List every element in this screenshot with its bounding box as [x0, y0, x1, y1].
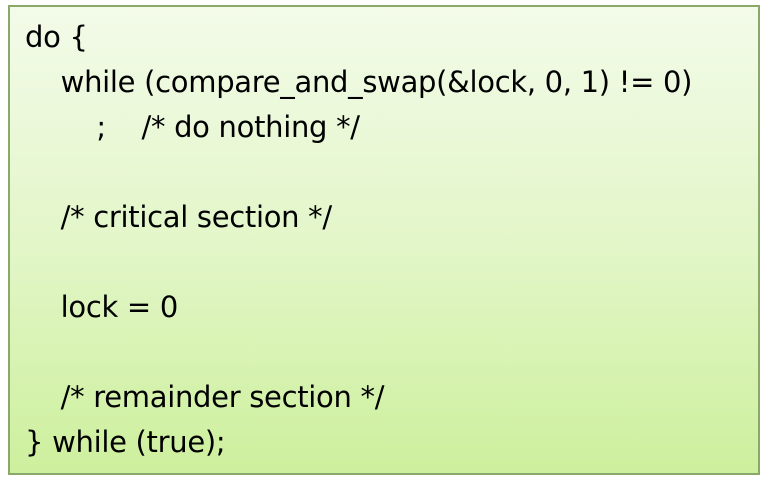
code-line-do: do {: [25, 20, 88, 54]
code-line-while-cas: while (compare_and_swap(&lock, 0, 1) != …: [25, 65, 693, 99]
code-line-do-nothing: ; /* do nothing */: [25, 110, 360, 144]
code-line-lock-release: lock = 0: [25, 290, 179, 324]
code-block: do { while (compare_and_swap(&lock, 0, 1…: [8, 5, 760, 475]
code-line-while-true: } while (true);: [25, 425, 226, 459]
code-line-remainder-section: /* remainder section */: [25, 380, 385, 414]
code-line-critical-section: /* critical section */: [25, 200, 332, 234]
